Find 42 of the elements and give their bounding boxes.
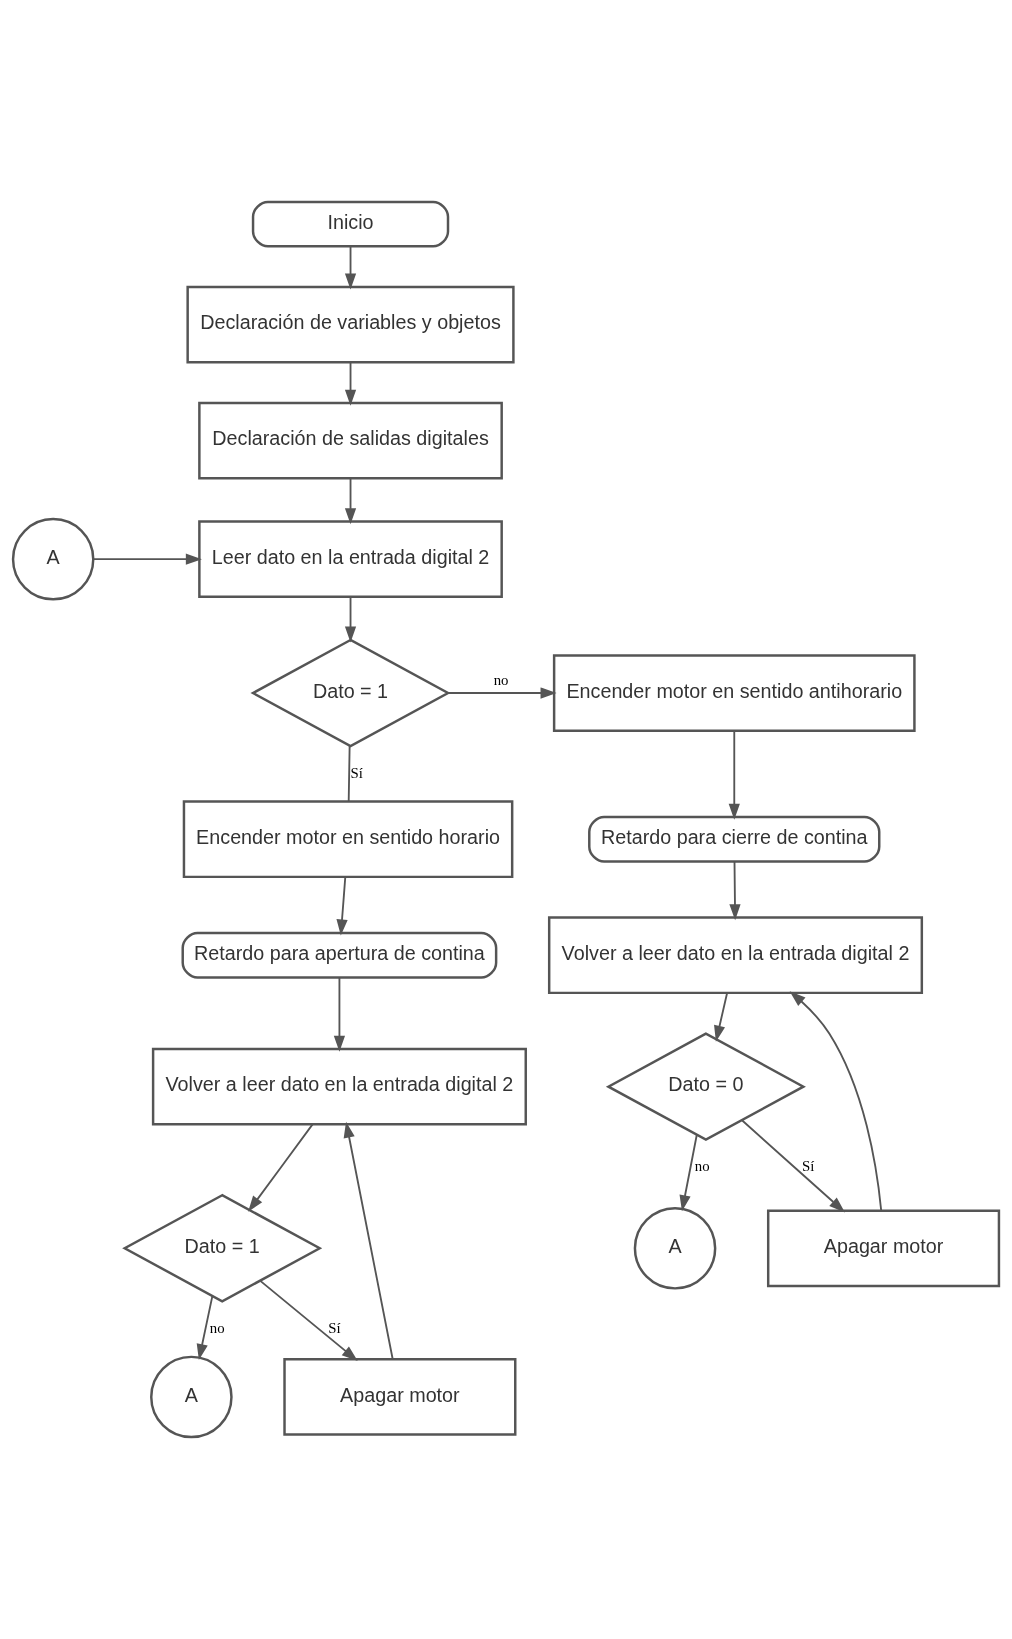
node-box: Encender motor en sentido antihorario <box>552 654 916 732</box>
node-box: Declaración de salidas digitales <box>198 401 503 480</box>
arrow <box>344 361 357 406</box>
arrow <box>728 730 740 820</box>
node-box: Inicio <box>251 200 450 248</box>
edge-label: no <box>493 672 509 689</box>
arrow <box>714 992 729 1042</box>
connector <box>347 744 351 803</box>
arrow <box>679 1133 698 1212</box>
arrow <box>344 245 357 290</box>
edge-label: no <box>694 1158 710 1175</box>
node-box: Retardo para cierre de contina <box>588 815 881 863</box>
arrow <box>343 1121 394 1361</box>
node-diamond: Dato = 1 <box>250 638 451 748</box>
node-box: Leer dato en la entrada digital 2 <box>198 520 503 598</box>
node-box: Volver a leer dato en la entrada digital 2 <box>547 916 924 995</box>
node-circle: A <box>633 1206 717 1290</box>
arrow <box>92 553 202 565</box>
arrow <box>259 1279 358 1362</box>
arrow <box>248 1123 314 1212</box>
arrow <box>333 976 346 1052</box>
node-box: Volver a leer dato en la entrada digital 2 <box>151 1047 527 1126</box>
node-box: Apagar motor <box>283 1358 517 1436</box>
arrow <box>729 860 741 921</box>
arrow <box>447 687 557 699</box>
node-box: Declaración de variables y objetos <box>186 285 515 364</box>
edge-label: no <box>209 1319 225 1336</box>
node-circle: A <box>150 1355 233 1439</box>
arrow <box>196 1295 214 1361</box>
arrow <box>336 876 348 936</box>
edge-label: Sí <box>328 1319 341 1336</box>
arrow <box>344 596 357 643</box>
node-box: Retardo para apertura de contina <box>181 931 498 979</box>
node-box: Encender motor en sentido horario <box>182 800 514 879</box>
node-box: Apagar motor <box>766 1209 1001 1288</box>
node-circle: A <box>11 517 95 601</box>
arrow <box>344 477 357 525</box>
node-diamond: Dato = 0 <box>605 1032 806 1142</box>
edge-label: Sí <box>350 764 363 781</box>
arrow <box>789 991 883 1212</box>
arrow <box>741 1119 845 1213</box>
edge-label: Sí <box>802 1158 815 1175</box>
